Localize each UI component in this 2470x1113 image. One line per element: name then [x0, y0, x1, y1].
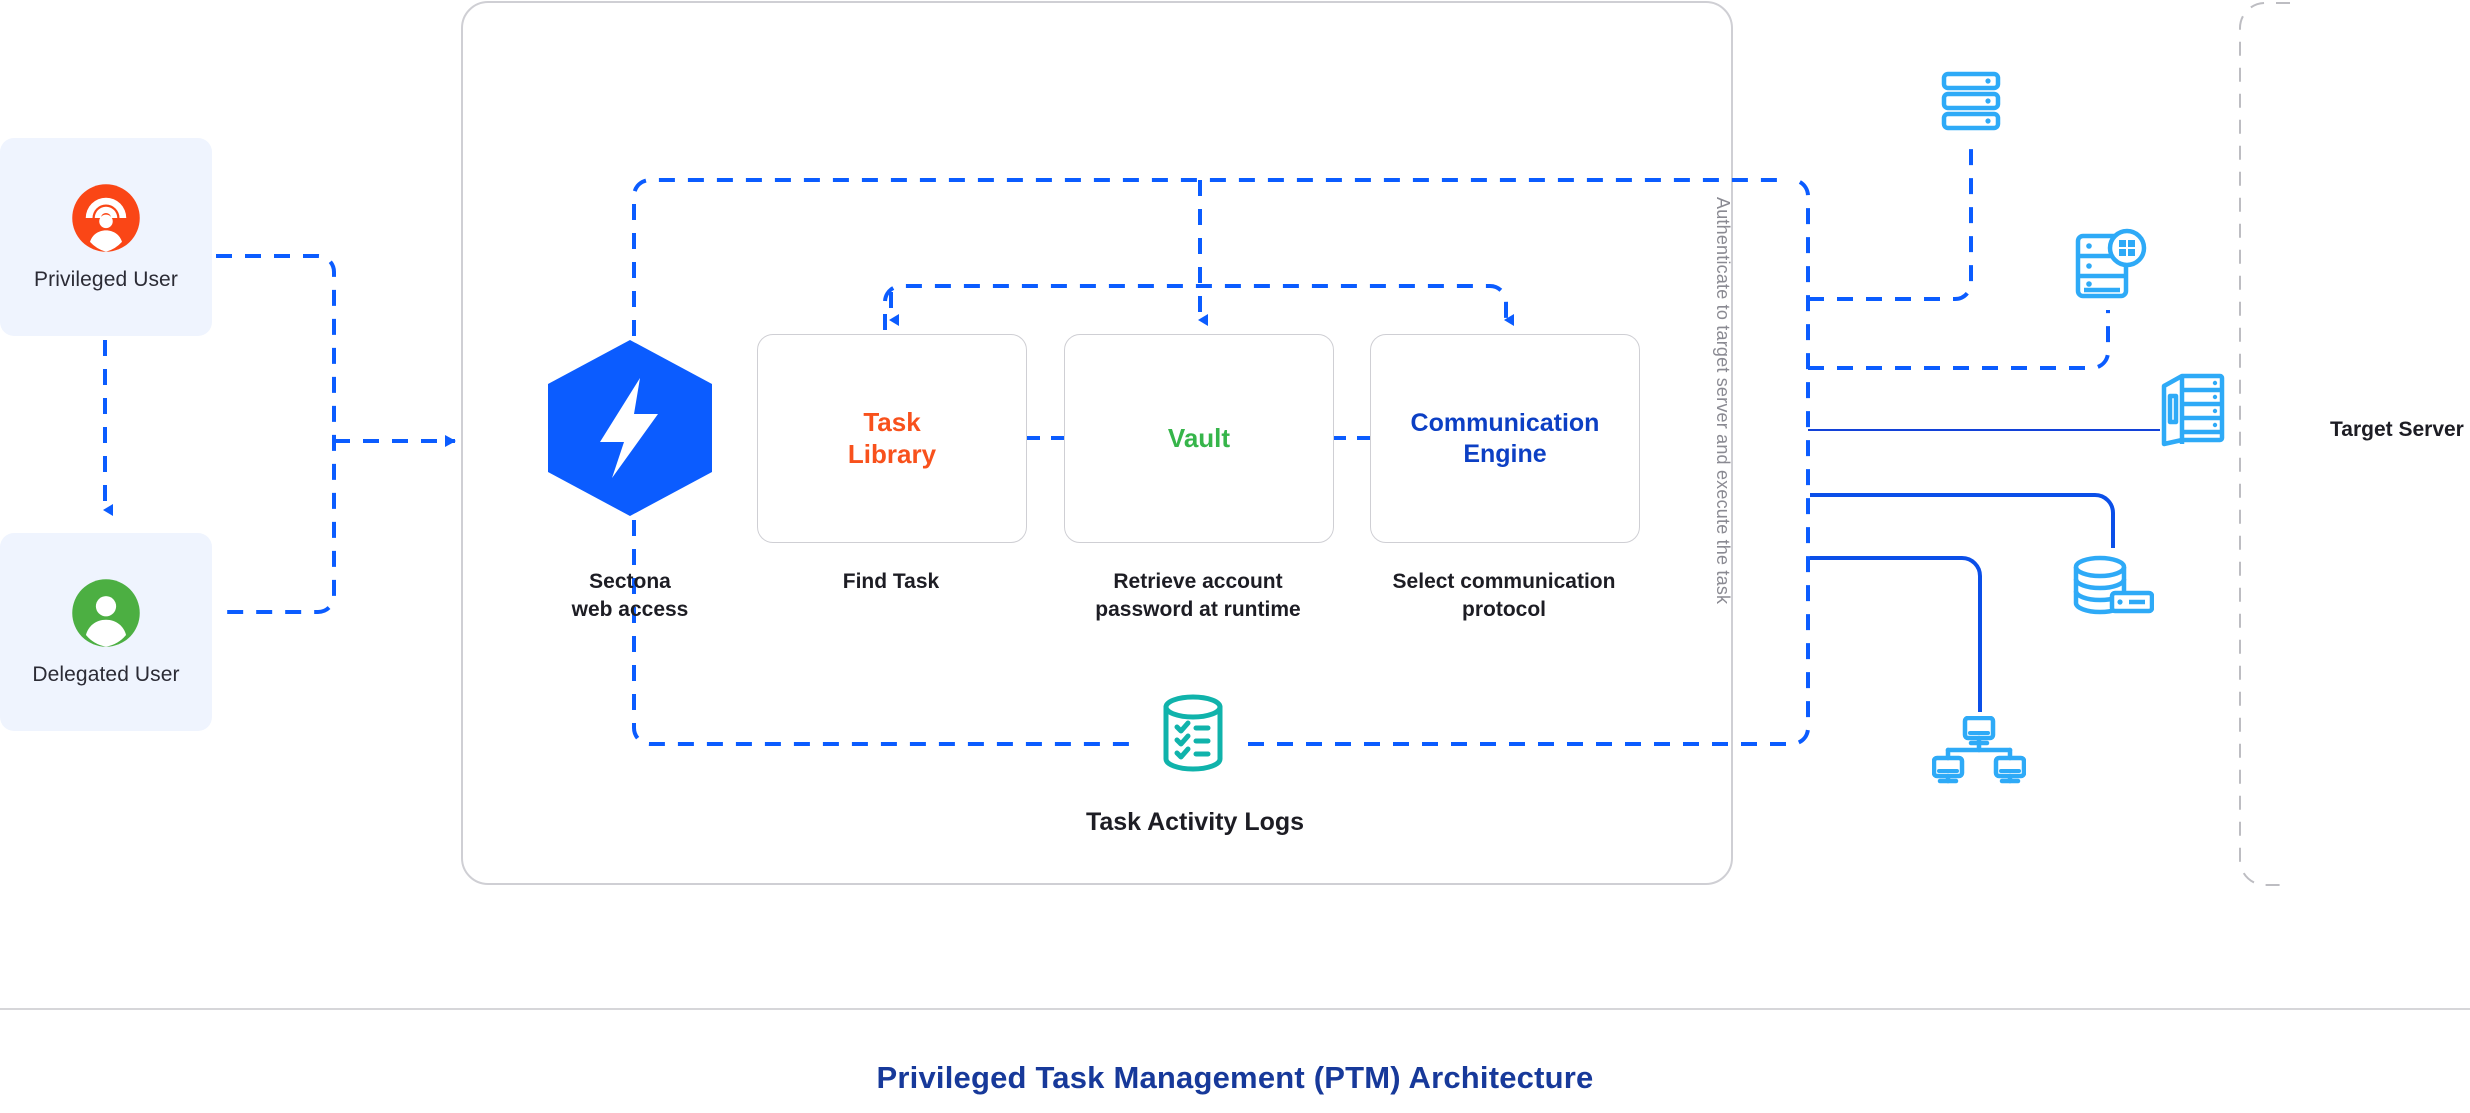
sectona-hexagon-logo[interactable] [540, 338, 720, 518]
vault-title-line1: Vault [1167, 422, 1231, 453]
windows-server-icon [2075, 228, 2147, 302]
wire-rail-secondary [883, 284, 1514, 330]
task-activity-logs-label: Task Activity Logs [1085, 808, 1305, 836]
stage-caption-vault: Retrieve account password at runtime [1028, 568, 1368, 623]
privileged-user-icon [70, 182, 142, 254]
target-server-container [2239, 2, 2290, 886]
tower-server-icon [2160, 372, 2226, 448]
task-activity-logs-database-icon[interactable] [1157, 694, 1229, 772]
comm-engine-caption-line2: protocol [1462, 597, 1546, 621]
database-server-icon [2072, 555, 2155, 617]
sectona-web-access-caption: Sectona web access [490, 568, 770, 623]
stage-box-vault[interactable]: Vault [1064, 334, 1334, 543]
ptm-platform-container [461, 1, 1733, 885]
task-library-caption-line1: Find Task [842, 570, 940, 593]
privileged-user-card[interactable]: Privileged User [0, 138, 212, 336]
authenticate-vertical-label: Authenticate to target server and execut… [1713, 197, 1733, 605]
sectona-caption-line2: web access [571, 597, 689, 621]
wire-auth-to-network-cluster [1810, 556, 1982, 712]
wire-privileged-to-gateway [216, 254, 336, 614]
comm-engine-title-line1: Communication [1410, 409, 1600, 437]
comm-engine-caption-line1: Select communication [1392, 570, 1616, 593]
stage-box-task-library[interactable]: Task Library [757, 334, 1027, 543]
server-rack-icon [1940, 70, 2002, 132]
delegated-user-label: Delegated User [32, 663, 180, 686]
wire-logs-to-auth-bus [1248, 178, 1810, 746]
footer-divider [0, 1008, 2470, 1010]
wire-gateway-up-rail [632, 178, 1780, 336]
task-library-title-line2: Library [847, 438, 937, 469]
wire-auth-to-windows-server [1808, 310, 2110, 370]
wire-auth-to-database-server [1810, 493, 2115, 548]
stage-caption-task-library: Find Task [721, 568, 1061, 596]
vault-caption-line1: Retrieve account [1113, 570, 1283, 593]
privileged-user-label: Privileged User [34, 268, 178, 291]
network-cluster-icon [1931, 715, 2027, 784]
delegated-user-card[interactable]: Delegated User [0, 533, 212, 731]
delegated-user-icon [70, 577, 142, 649]
sectona-caption-line1: Sectona [589, 570, 671, 593]
stage-caption-communication-engine: Select communication protocol [1334, 568, 1674, 623]
page-title: Privileged Task Management (PTM) Archite… [876, 1060, 1594, 1095]
vault-caption-line2: password at runtime [1095, 597, 1301, 621]
stage-box-communication-engine[interactable]: Communication Engine [1370, 334, 1640, 543]
task-library-title-line1: Task [863, 406, 921, 437]
target-server-label: Target Server [2330, 418, 2464, 441]
comm-engine-title-line2: Engine [1463, 439, 1547, 468]
wire-gateway-to-logs [632, 520, 1140, 746]
wire-auth-to-server-rack [1808, 142, 1973, 301]
